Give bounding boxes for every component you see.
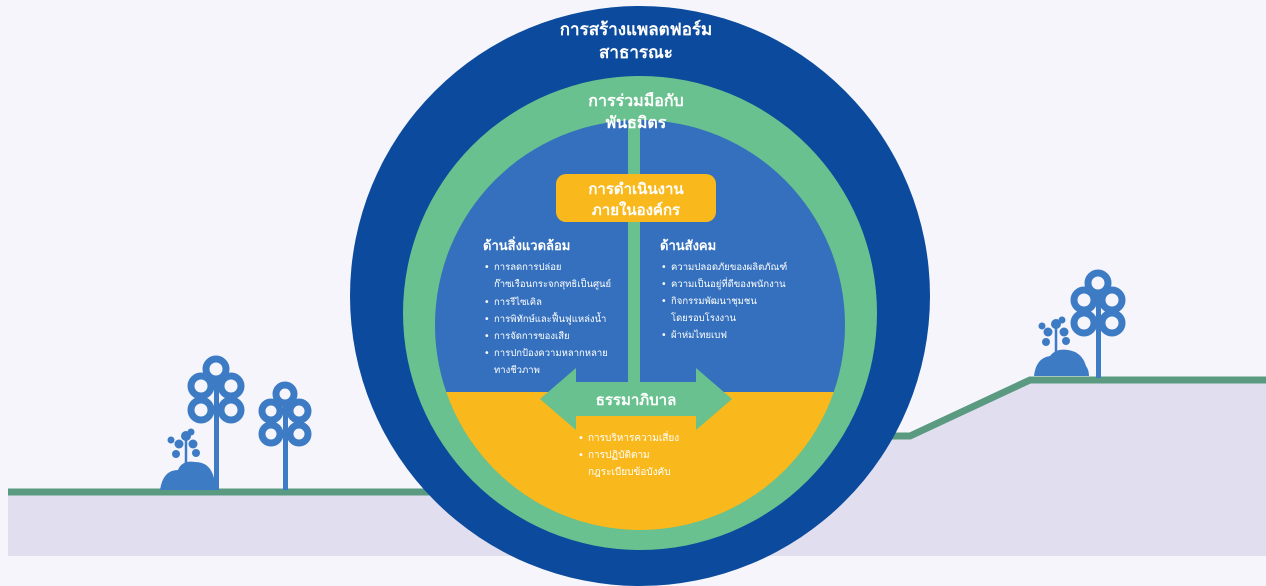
- governance-arrow: [540, 368, 732, 430]
- environment-item: •: [484, 331, 490, 342]
- right-bush: [1034, 316, 1089, 376]
- governance-item: •: [578, 433, 584, 444]
- social-item: •: [661, 279, 667, 290]
- social-item-text: โดยรอบโรงงาน: [671, 312, 736, 324]
- governance-list: • การบริหารความเสี่ยง • การปฏิบัติตาม กฎ…: [578, 430, 679, 478]
- environment-item: •: [484, 314, 490, 325]
- core-title-line2: ภายในองค์กร: [592, 201, 681, 219]
- environment-item: •: [484, 297, 490, 308]
- environment-item-text: การรีไซเคิล: [494, 296, 542, 308]
- middle-title-line2: พันธมิตร: [606, 113, 667, 132]
- outer-title-line2: สาธารณะ: [599, 43, 673, 63]
- governance-item-text: การปฏิบัติตาม: [588, 450, 650, 461]
- social-item-text: ความปลอดภัยของผลิตภัณฑ์: [671, 261, 787, 273]
- social-item-text: กิจกรรมพัฒนาชุมชน: [671, 296, 758, 307]
- environment-item-text: การลดการปล่อย: [494, 262, 562, 273]
- environment-item: •: [484, 348, 490, 359]
- environment-item-text: การจัดการของเสีย: [494, 330, 570, 342]
- social-item: •: [661, 330, 667, 341]
- environment-item: •: [484, 262, 490, 273]
- social-item: •: [661, 296, 667, 307]
- social-item: •: [661, 262, 667, 273]
- left-tree-large: [187, 355, 245, 490]
- social-item-text: ผ้าห่มไทยเบฟ: [671, 329, 727, 341]
- governance-item-text: การบริหารความเสี่ยง: [588, 430, 679, 444]
- environment-list: • การลดการปล่อย ก๊าซเรือนกระจกสุทธิเป็นศ…: [484, 262, 611, 376]
- social-heading: ด้านสังคม: [660, 238, 716, 254]
- governance-item-text: กฎระเบียบข้อบังคับ: [588, 466, 671, 478]
- governance-heading: ธรรมาภิบาล: [596, 391, 677, 409]
- outer-title-line1: การสร้างแพลตฟอร์ม: [560, 19, 713, 40]
- left-bush: [160, 428, 218, 490]
- environment-item-text: การปกป้องความหลากหลาย: [494, 348, 608, 359]
- environment-item-text: การพิทักษ์และฟื้นฟูแหล่งน้ำ: [494, 312, 606, 325]
- governance-item: •: [578, 450, 584, 461]
- right-tree: [1070, 269, 1126, 378]
- environment-heading: ด้านสิ่งแวดล้อม: [483, 236, 570, 254]
- core-pill: [556, 174, 716, 222]
- social-list: • ความปลอดภัยของผลิตภัณฑ์ • ความเป็นอยู่…: [661, 261, 787, 341]
- social-item-text: ความเป็นอยู่ที่ดีของพนักงาน: [671, 277, 786, 290]
- environment-item-text: ก๊าซเรือนกระจกสุทธิเป็นศูนย์: [494, 277, 611, 290]
- middle-title-line1: การร่วมมือกับ: [588, 91, 683, 110]
- environment-item-text: ทางชีวภาพ: [494, 364, 540, 376]
- core-title-line1: การดำเนินงาน: [588, 180, 684, 198]
- left-tree-small: [258, 381, 312, 490]
- divider-top: [628, 146, 640, 176]
